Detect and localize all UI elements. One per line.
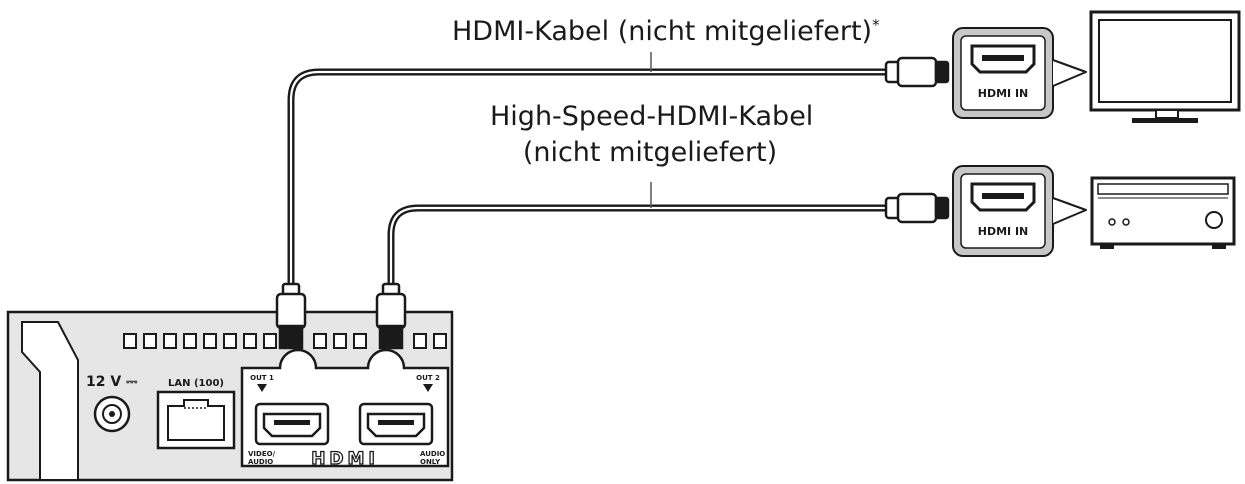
out2-label: OUT 2 <box>416 374 440 382</box>
amp-hdmi-in-label: HDMI IN <box>978 225 1029 238</box>
tv-hdmi-in-label: HDMI IN <box>978 87 1029 100</box>
player-plug-out1 <box>275 282 307 350</box>
high-speed-hdmi-cable <box>387 204 888 292</box>
audio-only-label-2: ONLY <box>420 458 441 466</box>
hdmi-cable-caption: HDMI-Kabel (nicht mitgeliefert)* <box>452 8 880 49</box>
video-audio-label-1: VIDEO/ <box>248 450 276 458</box>
high-speed-cable-caption-line2: (nicht mitgeliefert) <box>522 137 778 168</box>
player-plug-out2 <box>375 282 407 350</box>
amp-hdmi-in-port: HDMI IN <box>952 165 1054 257</box>
tv-icon <box>1089 10 1241 123</box>
out1-hdmi-jack <box>254 402 330 446</box>
lan-port <box>156 390 236 450</box>
tv-hdmi-in-port: HDMI IN <box>952 27 1054 119</box>
hdmi-cable-caption-text: HDMI-Kabel (nicht mitgeliefert) <box>452 16 873 47</box>
av-receiver-icon <box>1090 176 1236 249</box>
hdmi-cable <box>287 68 888 292</box>
power-jack <box>93 395 131 433</box>
player-rear-panel: 12 V ⎓ LAN (100) OUT 1 OUT 2 <box>6 310 454 482</box>
amp-cable-plug <box>884 192 950 224</box>
hdmi-logo: HDMI <box>311 449 379 469</box>
lan-label: LAN (100) <box>168 378 224 389</box>
out2-hdmi-jack <box>358 402 434 446</box>
tv-cable-plug <box>884 56 950 88</box>
vent-row <box>123 333 447 349</box>
hdmi-cable-footnote-mark: * <box>872 16 880 34</box>
audio-only-label-1: AUDIO <box>420 450 445 458</box>
high-speed-cable-caption-line1: High-Speed-HDMI-Kabel <box>490 101 814 132</box>
video-audio-label-2: AUDIO <box>248 458 273 466</box>
hdmi-output-section: OUT 1 OUT 2 VIDEO/ AUDIO HDM <box>240 348 450 470</box>
power-label: 12 V ⎓ <box>86 374 138 390</box>
out1-label: OUT 1 <box>250 374 274 382</box>
